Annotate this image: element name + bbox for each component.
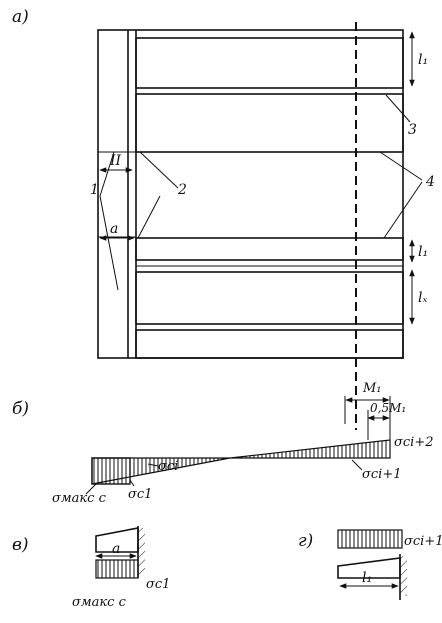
detail-v: a σмакс c σc1 (72, 526, 170, 610)
dim-a-label: a (110, 221, 118, 237)
callout-2: 2 (177, 182, 187, 198)
label-sigma-max: σмакс c (52, 491, 107, 506)
rib-second (135, 93, 404, 153)
detail-g-dim-l1-label: l₁ (362, 570, 372, 586)
rib-bottom (135, 329, 404, 359)
detail-g-sigma: σci+1 (404, 534, 442, 549)
callout-3: 3 (408, 122, 417, 138)
detail-v-slab (95, 527, 139, 553)
label-sigma-ci2: σci+2 (394, 435, 433, 450)
leader-sigma-ci (147, 463, 159, 467)
detail-g-slab (337, 557, 401, 579)
stress-block-max (91, 457, 131, 485)
panel-label-v: в) (12, 535, 29, 555)
callout-4-leader (379, 151, 423, 181)
callout-2-leader-b (137, 195, 161, 239)
detail-v-stress (95, 559, 139, 579)
detail-v-wall (138, 528, 145, 576)
detail-g: σci+1 l₁ (337, 529, 442, 600)
panel-label-a: а) (12, 7, 29, 27)
leader-sigma-c1-bottom (129, 479, 135, 487)
plan-view: a II 1 2 3 4 l₁ l₁ lₓ (90, 22, 435, 430)
dim-l1-top-label: l₁ (418, 52, 428, 68)
dim-M1-label: M₁ (362, 381, 382, 396)
dim-l1-mid-label: l₁ (418, 244, 428, 260)
leader-sigma-ci1 (351, 459, 363, 471)
rib-top (135, 37, 404, 89)
callout-1-leader-b (99, 195, 119, 291)
label-sigma-ci: σci (158, 459, 178, 474)
detail-g-wall (400, 556, 407, 596)
stress-area-right (229, 439, 391, 459)
label-sigma-c1-bottom: σc1 (128, 487, 152, 502)
callout-4: 4 (425, 174, 435, 190)
label-sigma-ci1: σci+1 (362, 467, 401, 482)
detail-v-sigma-max: σмакс c (72, 595, 127, 610)
callout-3-leader (385, 94, 411, 123)
leader-sigma-max (85, 483, 97, 495)
stress-diagram: M₁ 0,5M₁ σмакс c σc1 σci σci+2 σci+1 (52, 381, 433, 506)
callout-1-leader (99, 151, 115, 197)
callout-4-leader-b (383, 181, 423, 239)
callout-2-leader (139, 151, 179, 189)
panel-label-g: г) (298, 531, 313, 551)
panel-label-b: б) (12, 399, 29, 419)
detail-v-dim-a-label: a (112, 541, 120, 557)
detail-v-sigma-c1: σc1 (146, 577, 170, 592)
dim-half-M1-label: 0,5M₁ (370, 401, 406, 415)
plan-outline (97, 29, 404, 359)
rib-lower (135, 271, 404, 325)
dim-lx-label: lₓ (418, 290, 427, 306)
detail-g-stress (337, 529, 403, 549)
callout-1: 1 (90, 182, 99, 198)
rib-middle-thin (135, 237, 404, 261)
